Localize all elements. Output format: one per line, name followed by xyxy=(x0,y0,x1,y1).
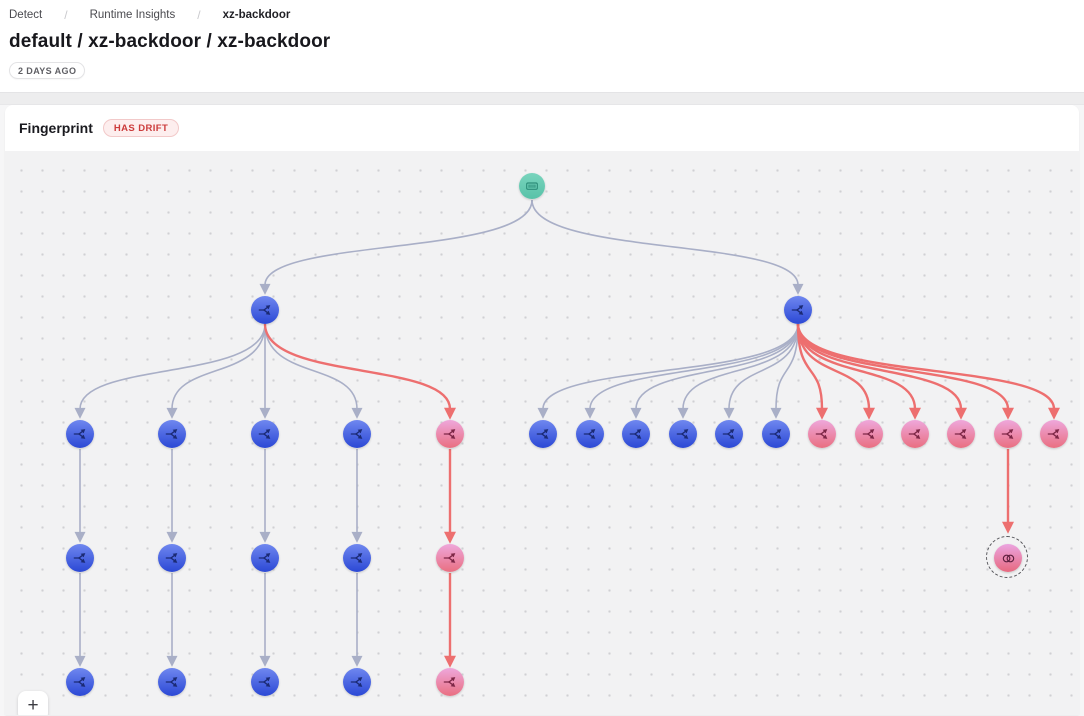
has-drift-badge: HAS DRIFT xyxy=(102,119,180,137)
node-process[interactable] xyxy=(762,420,790,448)
fork-icon xyxy=(258,677,271,687)
node-process[interactable] xyxy=(251,544,279,572)
node-process-drift[interactable] xyxy=(901,420,929,448)
fork-icon xyxy=(815,429,828,439)
fork-icon xyxy=(791,305,804,315)
node-process[interactable] xyxy=(343,420,371,448)
node-process[interactable] xyxy=(343,544,371,572)
node-container[interactable] xyxy=(519,173,545,199)
fork-icon xyxy=(908,429,921,439)
node-process-drift[interactable] xyxy=(855,420,883,448)
node-process[interactable] xyxy=(622,420,650,448)
fork-icon xyxy=(722,429,735,439)
graph-edge xyxy=(259,199,533,295)
node-process[interactable] xyxy=(66,544,94,572)
node-connection-drift[interactable] xyxy=(985,535,1028,578)
fork-icon xyxy=(258,553,271,563)
node-process[interactable] xyxy=(158,544,186,572)
node-process-drift[interactable] xyxy=(947,420,975,448)
fork-icon xyxy=(1001,429,1014,439)
node-process[interactable] xyxy=(529,420,557,448)
fork-icon xyxy=(350,677,363,687)
graph-edge-drift xyxy=(796,323,1060,420)
fork-icon xyxy=(954,429,967,439)
fork-icon xyxy=(536,429,549,439)
age-badge: 2 DAYS AGO xyxy=(9,62,86,79)
node-process-drift[interactable] xyxy=(436,544,464,572)
fork-icon xyxy=(350,553,363,563)
graph-edge xyxy=(677,323,799,419)
fork-icon xyxy=(73,429,86,439)
fork-icon xyxy=(769,429,782,439)
node-process[interactable] xyxy=(158,668,186,696)
zoom-in-button[interactable]: + xyxy=(18,691,48,715)
breadcrumb-separator: / xyxy=(64,8,68,22)
node-process[interactable] xyxy=(669,420,697,448)
fork-icon xyxy=(73,677,86,687)
node-process[interactable] xyxy=(343,668,371,696)
fingerprint-title: Fingerprint xyxy=(19,120,93,136)
breadcrumb-separator: / xyxy=(197,8,201,22)
fork-icon xyxy=(862,429,875,439)
graph-edge-drift xyxy=(796,323,921,420)
node-process[interactable] xyxy=(576,420,604,448)
graph-edge xyxy=(531,199,804,295)
fork-icon xyxy=(258,429,271,439)
node-process[interactable] xyxy=(66,668,94,696)
node-process[interactable] xyxy=(784,296,812,324)
graph-edges-layer xyxy=(74,199,1060,668)
graph-edge-drift xyxy=(263,323,456,420)
graph-edge-drift xyxy=(796,323,875,420)
fork-icon xyxy=(73,553,86,563)
fork-icon xyxy=(676,429,689,439)
node-process-drift[interactable] xyxy=(436,420,464,448)
fork-icon xyxy=(165,429,178,439)
fingerprint-card: Fingerprint HAS DRIFT + xyxy=(5,105,1079,715)
graph-edge xyxy=(537,323,799,419)
page-header: Detect / Runtime Insights / xz-backdoor … xyxy=(0,0,1084,92)
graph-edge-drift xyxy=(796,323,967,420)
node-process-drift[interactable] xyxy=(808,420,836,448)
graph-edge xyxy=(723,323,799,419)
fork-icon xyxy=(350,429,363,439)
page-title: default / xz-backdoor / xz-backdoor xyxy=(9,31,331,52)
breadcrumb-current: xz-backdoor xyxy=(222,9,291,21)
graph-edge xyxy=(264,323,363,419)
fingerprint-graph-canvas[interactable]: + xyxy=(5,151,1079,715)
graph-edge xyxy=(74,323,266,419)
fork-icon xyxy=(443,677,456,687)
fork-icon xyxy=(443,429,456,439)
section-divider xyxy=(0,92,1084,105)
graph-edge-drift xyxy=(796,323,828,420)
fork-icon xyxy=(583,429,596,439)
node-process[interactable] xyxy=(251,420,279,448)
node-process[interactable] xyxy=(66,420,94,448)
breadcrumb: Detect / Runtime Insights / xz-backdoor xyxy=(9,6,1084,22)
graph-edge xyxy=(584,323,799,419)
breadcrumb-runtime-insights[interactable]: Runtime Insights xyxy=(89,9,176,21)
node-process[interactable] xyxy=(251,296,279,324)
graph-edge xyxy=(770,323,799,419)
fork-icon xyxy=(165,677,178,687)
node-process[interactable] xyxy=(251,668,279,696)
node-process[interactable] xyxy=(715,420,743,448)
fork-icon xyxy=(629,429,642,439)
graph-edge xyxy=(166,323,266,419)
node-process-drift[interactable] xyxy=(1040,420,1068,448)
breadcrumb-detect[interactable]: Detect xyxy=(9,9,43,21)
rings-icon xyxy=(1002,554,1014,562)
node-process-drift[interactable] xyxy=(436,668,464,696)
fork-icon xyxy=(443,553,456,563)
fingerprint-card-header: Fingerprint HAS DRIFT xyxy=(5,105,1079,151)
container-icon xyxy=(526,182,538,190)
node-process[interactable] xyxy=(158,420,186,448)
node-process-drift[interactable] xyxy=(994,420,1022,448)
fork-icon xyxy=(165,553,178,563)
graph-edge xyxy=(630,323,799,419)
fork-icon xyxy=(258,305,271,315)
fork-icon xyxy=(1047,429,1060,439)
